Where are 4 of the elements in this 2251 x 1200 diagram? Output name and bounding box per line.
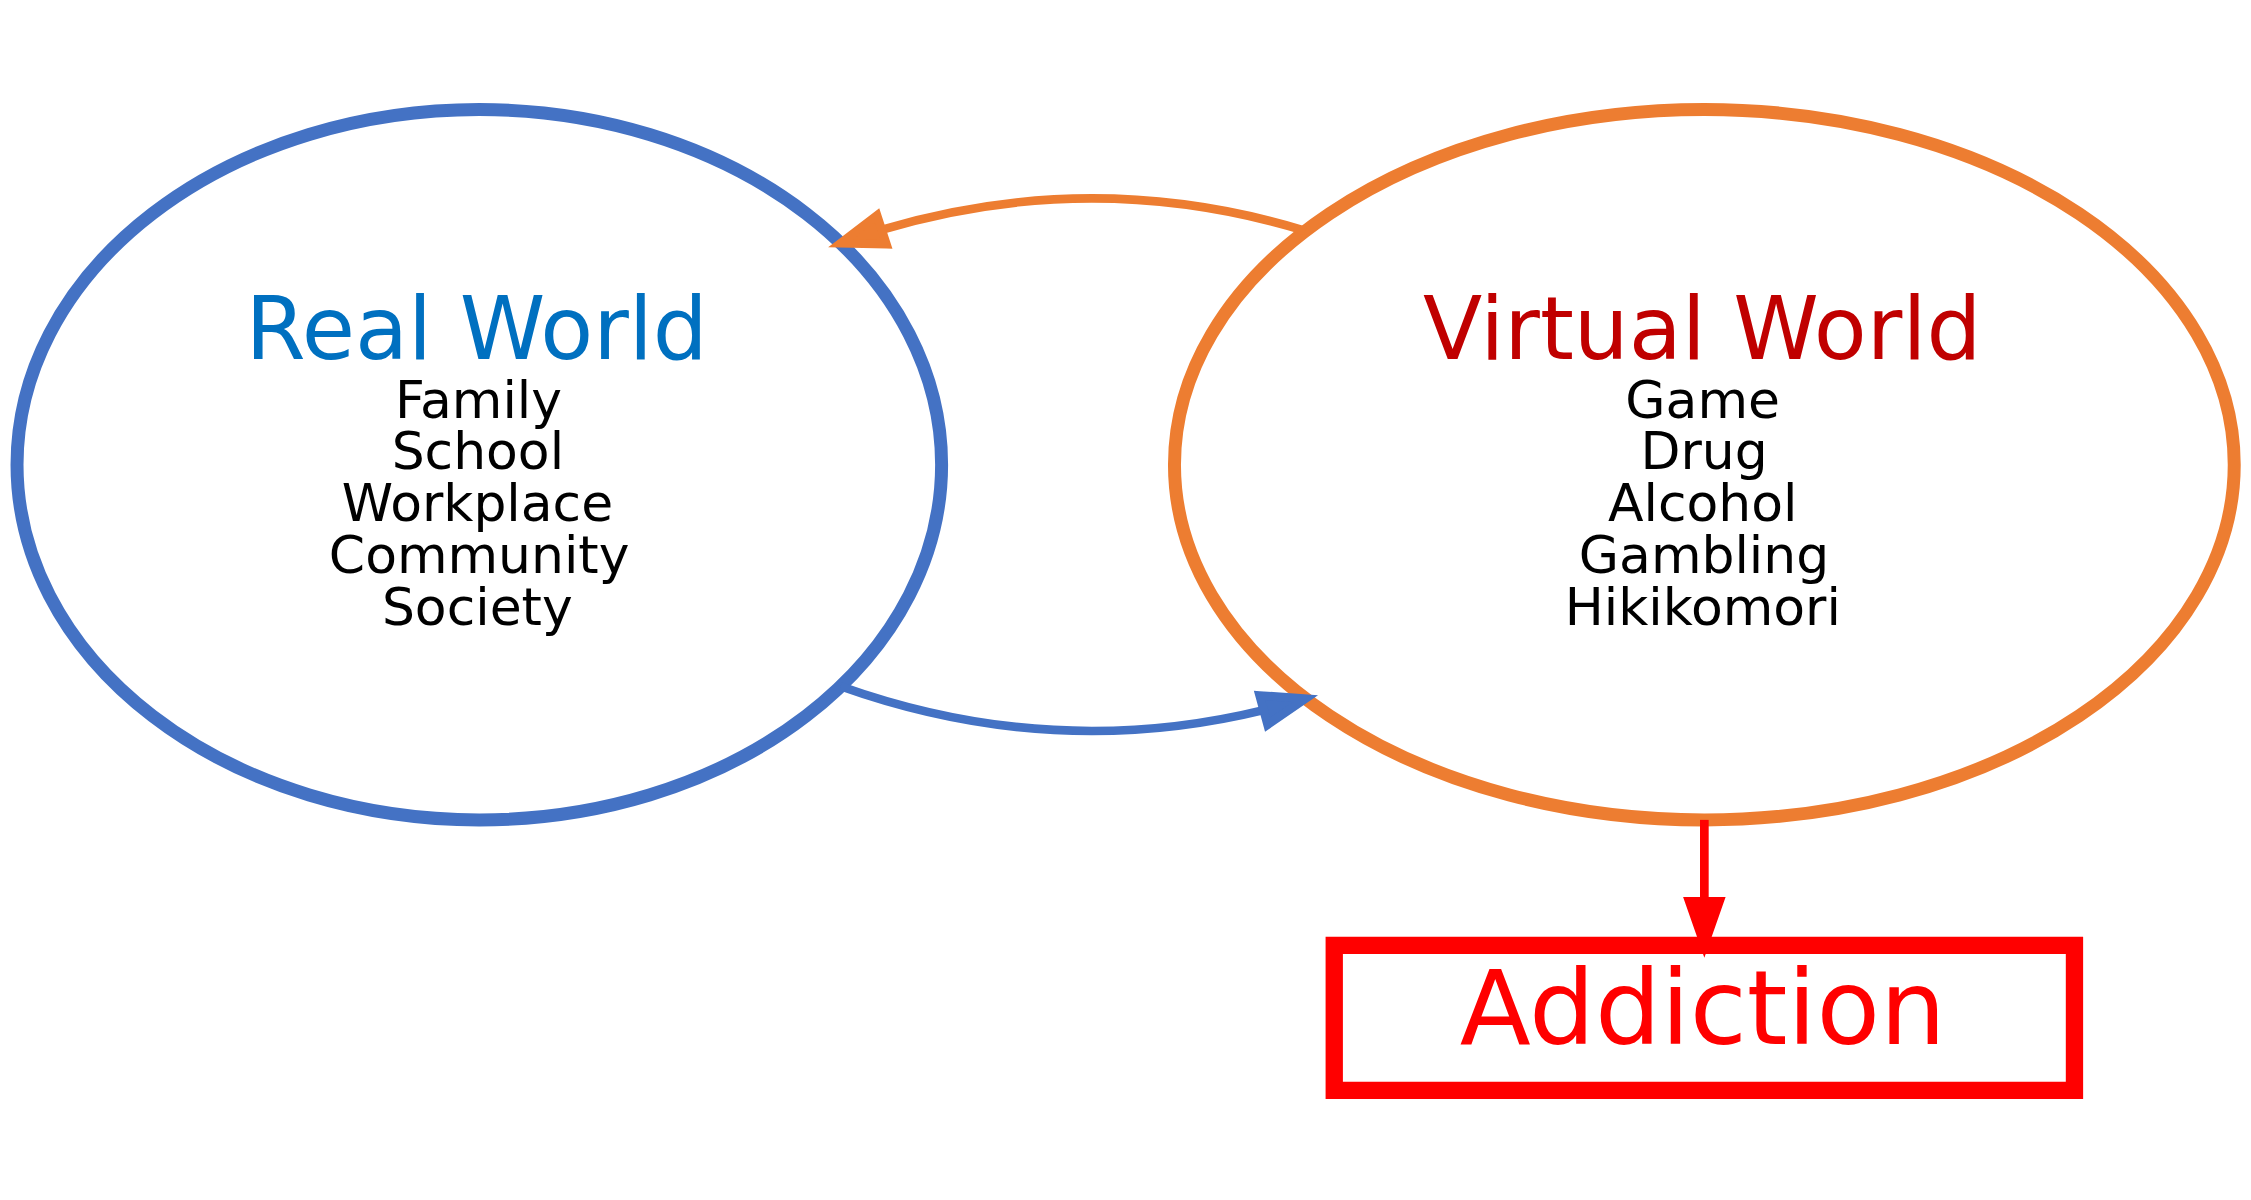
node-ellipse: Virtual World Game Drug Alcohol Gambling Hikikomori (1167, 103, 2241, 827)
node-box: Addiction (1325, 936, 2084, 1099)
node-ellipse: Real World Family School Workplace Community Society (10, 103, 949, 827)
arrow (1683, 819, 1726, 958)
